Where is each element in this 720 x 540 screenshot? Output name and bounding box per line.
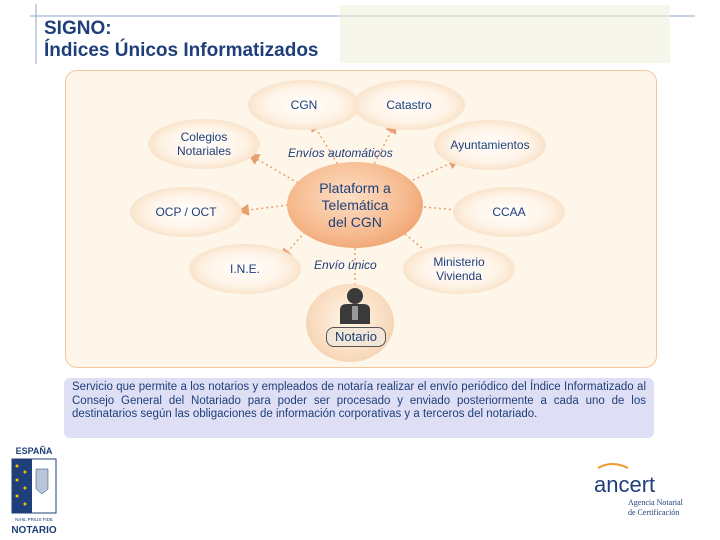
- label-envios-automaticos: Envíos automáticos: [288, 146, 393, 160]
- node-ine: I.N.E.: [189, 244, 301, 294]
- node-ocp-label: OCP / OCT: [155, 205, 217, 219]
- ancert-logo-line2: de Certificación: [628, 508, 679, 517]
- center-line3: del CGN: [328, 213, 382, 230]
- ancert-logo: ancert Agencia Notarial de Certificación: [594, 463, 684, 517]
- node-ayuntamientos-label: Ayuntamientos: [450, 138, 530, 152]
- espana-logo-top-text: ESPAÑA: [16, 446, 53, 456]
- node-ccaa-label: CCAA: [492, 205, 526, 219]
- page-subtitle: Índices Únicos Informatizados: [44, 40, 319, 61]
- node-ocp: OCP / OCT: [130, 187, 242, 237]
- person-icon: [340, 288, 370, 324]
- espana-notario-logo: ESPAÑA NIHIL PRIUS FIDE NOTARIO: [11, 446, 57, 536]
- ancert-logo-name: ancert: [594, 472, 655, 497]
- espana-logo-bottom-text: NOTARIO: [11, 525, 57, 536]
- node-ministerio-line2: Vivienda: [436, 269, 482, 283]
- node-ine-label: I.N.E.: [229, 262, 260, 276]
- node-cgn-label: CGN: [290, 98, 318, 112]
- node-ministerio: Ministerio Vivienda: [403, 244, 515, 294]
- center-line1: Plataform a: [319, 179, 391, 196]
- espana-logo-motto: NIHIL PRIUS FIDE: [15, 517, 53, 522]
- node-colegios-line2: Notariales: [176, 144, 232, 158]
- node-ayuntamientos: Ayuntamientos: [434, 120, 546, 170]
- description-box: Servicio que permite a los notarios y em…: [64, 378, 654, 438]
- center-line2: Telemática: [321, 196, 389, 213]
- ancert-logo-line1: Agencia Notarial: [628, 498, 684, 507]
- description-text: Servicio que permite a los notarios y em…: [72, 381, 646, 420]
- arrow-to-catastro: [371, 121, 397, 169]
- center-node-plataforma: Plataform a Telemática del CGN: [287, 162, 423, 248]
- node-ministerio-line1: Ministerio: [433, 255, 485, 269]
- label-envio-unico: Envío único: [314, 258, 377, 272]
- arrow-to-ocp: [237, 203, 289, 216]
- node-catastro: Catastro: [353, 80, 465, 130]
- node-colegios: Colegios Notariales: [148, 119, 260, 169]
- notario-label: Notario: [326, 327, 386, 347]
- node-ccaa: CCAA: [453, 187, 565, 237]
- node-colegios-line1: Colegios: [180, 130, 228, 144]
- node-catastro-label: Catastro: [386, 98, 432, 112]
- arrow-to-cgn: [310, 119, 341, 169]
- arrow-to-colegios: [247, 153, 299, 184]
- arrow-to-ine: [280, 231, 306, 261]
- arrow-to-ayuntamientos: [412, 158, 461, 181]
- node-cgn: CGN: [248, 80, 360, 130]
- header-decoration: [30, 4, 695, 64]
- page-title: SIGNO:: [44, 18, 112, 39]
